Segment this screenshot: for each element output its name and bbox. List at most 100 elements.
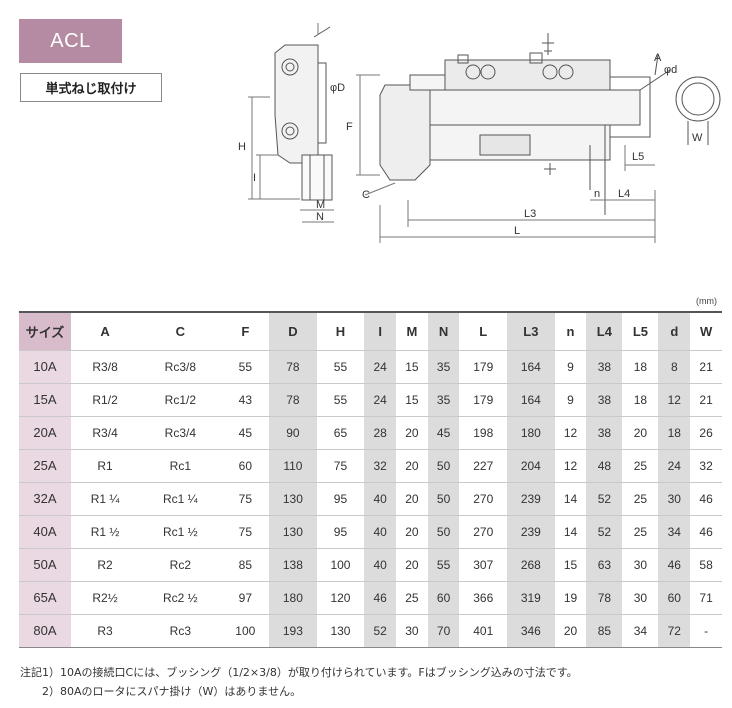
- col-header-size: サイズ: [19, 311, 71, 351]
- table-cell: 12: [658, 383, 691, 417]
- table-cell: Rc2 ½: [139, 581, 222, 615]
- table-cell: 9: [554, 383, 587, 417]
- table-cell: 179: [459, 383, 508, 417]
- table-cell: 50: [427, 449, 460, 483]
- table-cell: 52: [586, 515, 623, 549]
- table-cell: Rc1 ¼: [139, 482, 222, 516]
- col-header-d: d: [658, 311, 691, 351]
- table-cell: 21: [690, 350, 722, 384]
- label-n: n: [594, 188, 600, 200]
- table-cell: 90: [269, 416, 317, 450]
- table-cell: 78: [269, 350, 317, 384]
- table-cell: 38: [586, 350, 623, 384]
- table-cell: 9: [554, 350, 587, 384]
- table-header-row: サイズ A C F D H I M N L L3 n L4 L5 d W: [19, 311, 722, 351]
- table-cell: 180: [507, 416, 555, 450]
- size-cell: 80A: [19, 614, 71, 648]
- table-cell: 30: [622, 548, 659, 582]
- table-cell: 35: [427, 350, 460, 384]
- table-cell: R1 ¼: [71, 482, 140, 516]
- table-cell: R2½: [71, 581, 140, 615]
- size-cell: 25A: [19, 449, 71, 483]
- table-cell: R1 ½: [71, 515, 140, 549]
- table-cell: 52: [586, 482, 623, 516]
- table-cell: R3/4: [71, 416, 140, 450]
- table-cell: 25: [622, 482, 659, 516]
- table-cell: 130: [316, 614, 365, 648]
- table-cell: 48: [586, 449, 623, 483]
- table-cell: 60: [427, 581, 460, 615]
- table-cell: 20: [396, 449, 428, 483]
- table-cell: 75: [221, 482, 270, 516]
- col-header-W: W: [690, 311, 722, 351]
- table-cell: R1/2: [71, 383, 140, 417]
- table-cell: 25: [396, 581, 428, 615]
- label-M: M: [316, 199, 325, 211]
- table-cell: 270: [459, 515, 508, 549]
- table-cell: 46: [690, 515, 722, 549]
- table-cell: 28: [364, 416, 396, 450]
- table-cell: 55: [427, 548, 460, 582]
- table-cell: 15: [396, 383, 428, 417]
- table-cell: 34: [658, 515, 691, 549]
- table-cell: 20: [622, 416, 659, 450]
- table-cell: 24: [364, 383, 396, 417]
- col-header-L5: L5: [622, 311, 659, 351]
- table-cell: 45: [221, 416, 270, 450]
- table-cell: 193: [269, 614, 317, 648]
- size-cell: 40A: [19, 515, 71, 549]
- technical-drawing: φD H I M N F C A φd W L5 n L4 L3 L: [238, 23, 721, 243]
- table-cell: 15: [554, 548, 587, 582]
- table-cell: 78: [586, 581, 623, 615]
- label-W: W: [692, 132, 703, 144]
- table-cell: 130: [269, 515, 317, 549]
- label-L: L: [514, 225, 520, 237]
- table-cell: 85: [221, 548, 270, 582]
- table-cell: 319: [507, 581, 555, 615]
- table-cell: 198: [459, 416, 508, 450]
- table-cell: 38: [586, 416, 623, 450]
- table-cell: 239: [507, 482, 555, 516]
- table-cell: 30: [396, 614, 428, 648]
- table-cell: 46: [658, 548, 691, 582]
- col-header-C: C: [139, 311, 222, 351]
- table-cell: 65: [316, 416, 365, 450]
- table-cell: 30: [658, 482, 691, 516]
- note-2: 2）80Aのロータにスパナ掛け（W）はありません。: [20, 685, 302, 698]
- table-cell: 164: [507, 350, 555, 384]
- size-cell: 65A: [19, 581, 71, 615]
- table-cell: 346: [507, 614, 555, 648]
- table-cell: Rc1/2: [139, 383, 222, 417]
- table-cell: 15: [396, 350, 428, 384]
- size-cell: 32A: [19, 482, 71, 516]
- table-cell: 20: [396, 548, 428, 582]
- table-cell: 97: [221, 581, 270, 615]
- label-phi-D: φD: [330, 82, 345, 94]
- label-H: H: [238, 141, 246, 153]
- col-header-N: N: [427, 311, 460, 351]
- table-cell: 58: [690, 548, 722, 582]
- table-cell: 25: [622, 449, 659, 483]
- label-phi-d: φd: [664, 64, 677, 76]
- table-cell: 12: [554, 449, 587, 483]
- table-cell: 270: [459, 482, 508, 516]
- table-cell: 8: [658, 350, 691, 384]
- table-cell: 50: [427, 482, 460, 516]
- table-cell: 100: [221, 614, 270, 648]
- table-cell: 20: [396, 416, 428, 450]
- table-cell: 180: [269, 581, 317, 615]
- table-cell: 46: [364, 581, 396, 615]
- table-cell: 14: [554, 482, 587, 516]
- table-cell: 26: [690, 416, 722, 450]
- table-cell: R1: [71, 449, 140, 483]
- table-cell: Rc3/4: [139, 416, 222, 450]
- table-cell: 179: [459, 350, 508, 384]
- table-cell: 138: [269, 548, 317, 582]
- table-cell: 85: [586, 614, 623, 648]
- table-cell: -: [690, 614, 722, 648]
- table-cell: Rc3/8: [139, 350, 222, 384]
- table-cell: 50: [427, 515, 460, 549]
